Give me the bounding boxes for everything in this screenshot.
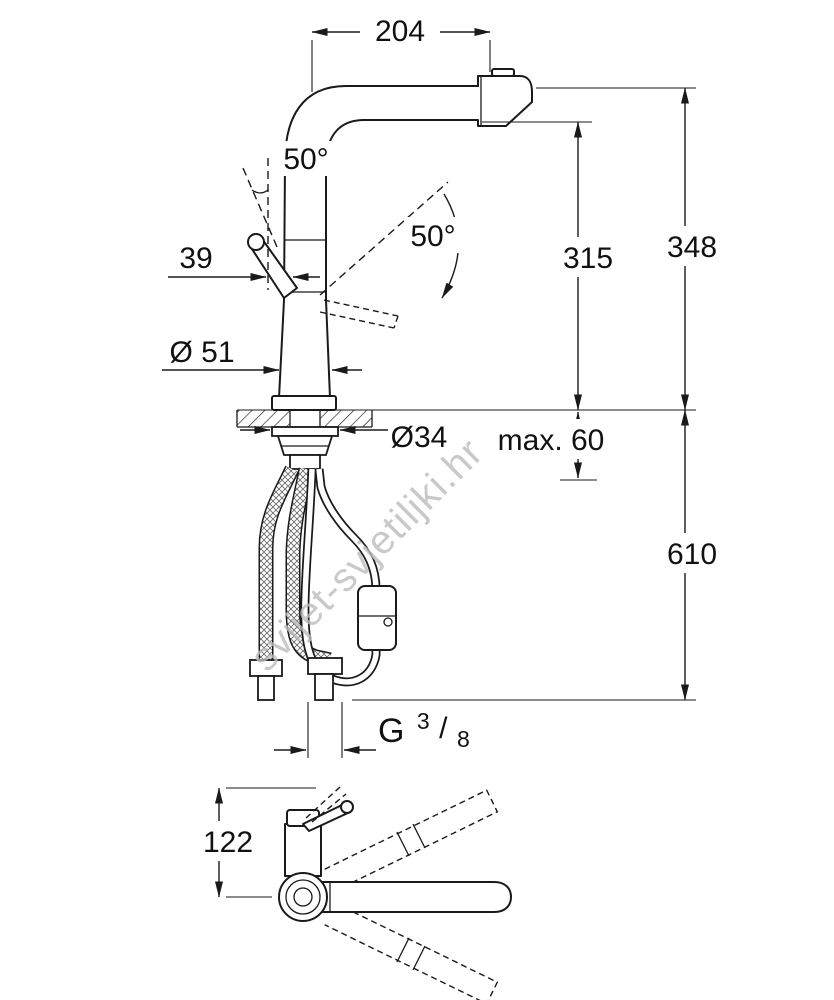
dim-handle-width-label: 39: [179, 242, 212, 275]
dim-counter-thickness-label: max. 60: [498, 424, 605, 457]
dim-spout-height-label: 315: [563, 242, 613, 275]
counter-deck: [236, 409, 696, 428]
base-escutcheon: [271, 395, 337, 411]
dimension-labels: 204 50° 50° 39 315 348 Ø 51 Ø34 max. 60 …: [169, 12, 726, 861]
thread-prefix: G: [378, 712, 404, 750]
side-view-drawing: [278, 786, 512, 1000]
spray-head-button: [491, 68, 515, 77]
dim-swivel-angle-label: 50°: [410, 220, 455, 253]
thread-denominator: 8: [457, 726, 470, 752]
mounting-hardware: [271, 426, 339, 470]
dim-total-height-label: 348: [667, 231, 717, 264]
supply-hoses: [249, 465, 397, 701]
faucet-body: [278, 75, 533, 399]
dim-hole-diameter-label: Ø34: [391, 421, 448, 454]
dim-handle-angle-label: 50°: [283, 143, 328, 176]
faucet-outline: [247, 68, 533, 411]
side-body: [284, 823, 322, 877]
dim-side-height-label: 122: [203, 826, 253, 859]
dim-body-diameter-label: Ø 51: [169, 336, 234, 369]
thread-slash: /: [439, 712, 448, 745]
dim-top-width-label: 204: [375, 15, 425, 48]
hose-connector-right: [307, 657, 343, 701]
hose-weight: [357, 585, 397, 651]
dimension-annotations: [162, 28, 696, 898]
hose-connector-left: [249, 659, 283, 701]
dim-hose-length-label: 610: [667, 538, 717, 571]
thread-size-label: G 3 / 8: [378, 699, 470, 752]
lever-knob: [247, 233, 265, 251]
thread-numerator: 3: [417, 708, 430, 734]
side-spout: [320, 881, 512, 913]
